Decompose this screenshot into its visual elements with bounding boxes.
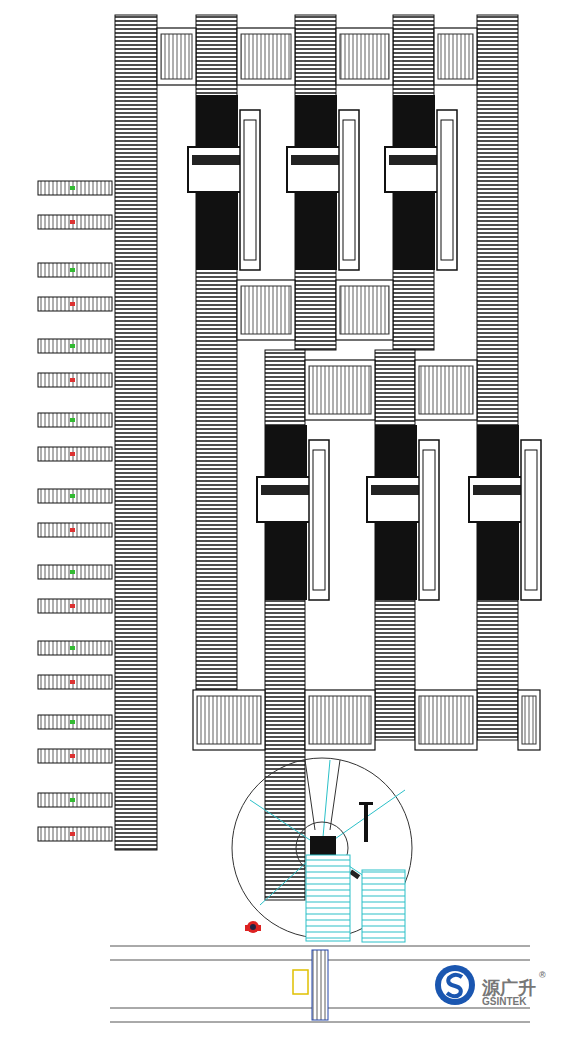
roller-conveyor [196, 15, 237, 740]
transfer-frame [415, 690, 477, 750]
pallet-station [38, 215, 112, 229]
roller-conveyor [115, 15, 157, 850]
transfer-frame [415, 360, 477, 420]
robot-cell [232, 758, 412, 942]
logo-mark [435, 965, 475, 1005]
pallet-station [38, 181, 112, 195]
pallet-station [38, 297, 112, 311]
transfer-frame [157, 28, 196, 85]
pallet-station [38, 413, 112, 427]
pallets [38, 181, 112, 841]
transfer-frame [336, 28, 393, 85]
transfer-frame [237, 28, 295, 85]
pallet-station [38, 373, 112, 387]
machine [188, 95, 260, 270]
transfer-frame [305, 690, 375, 750]
pallet-station [38, 715, 112, 729]
pallet-station [38, 749, 112, 763]
brand-name-en: GSINTEK [482, 996, 526, 1007]
pallet-station [38, 523, 112, 537]
transfer-frame [434, 28, 477, 85]
transfer-frame [193, 690, 265, 750]
pallet-station [38, 565, 112, 579]
machine [367, 425, 439, 600]
machine [257, 425, 329, 600]
machine [385, 95, 457, 270]
transfer-frames [157, 28, 540, 750]
pallet-station [38, 641, 112, 655]
pallet-station [38, 489, 112, 503]
pallet-station [38, 599, 112, 613]
transfer-frame [336, 280, 393, 340]
pallet-station [38, 675, 112, 689]
registered-mark: ® [539, 970, 546, 980]
machine [287, 95, 359, 270]
pallet-station [38, 447, 112, 461]
pallet-station [38, 827, 112, 841]
machine [469, 425, 541, 600]
transfer-frame [518, 690, 540, 750]
transfer-frame [237, 280, 295, 340]
pallet-station [38, 339, 112, 353]
roller-conveyor [477, 15, 518, 740]
machines [188, 95, 541, 600]
pallet-station [38, 263, 112, 277]
transfer-frame [305, 360, 375, 420]
pallet-station [38, 793, 112, 807]
main-line [110, 946, 530, 1022]
conveyors [115, 15, 518, 900]
